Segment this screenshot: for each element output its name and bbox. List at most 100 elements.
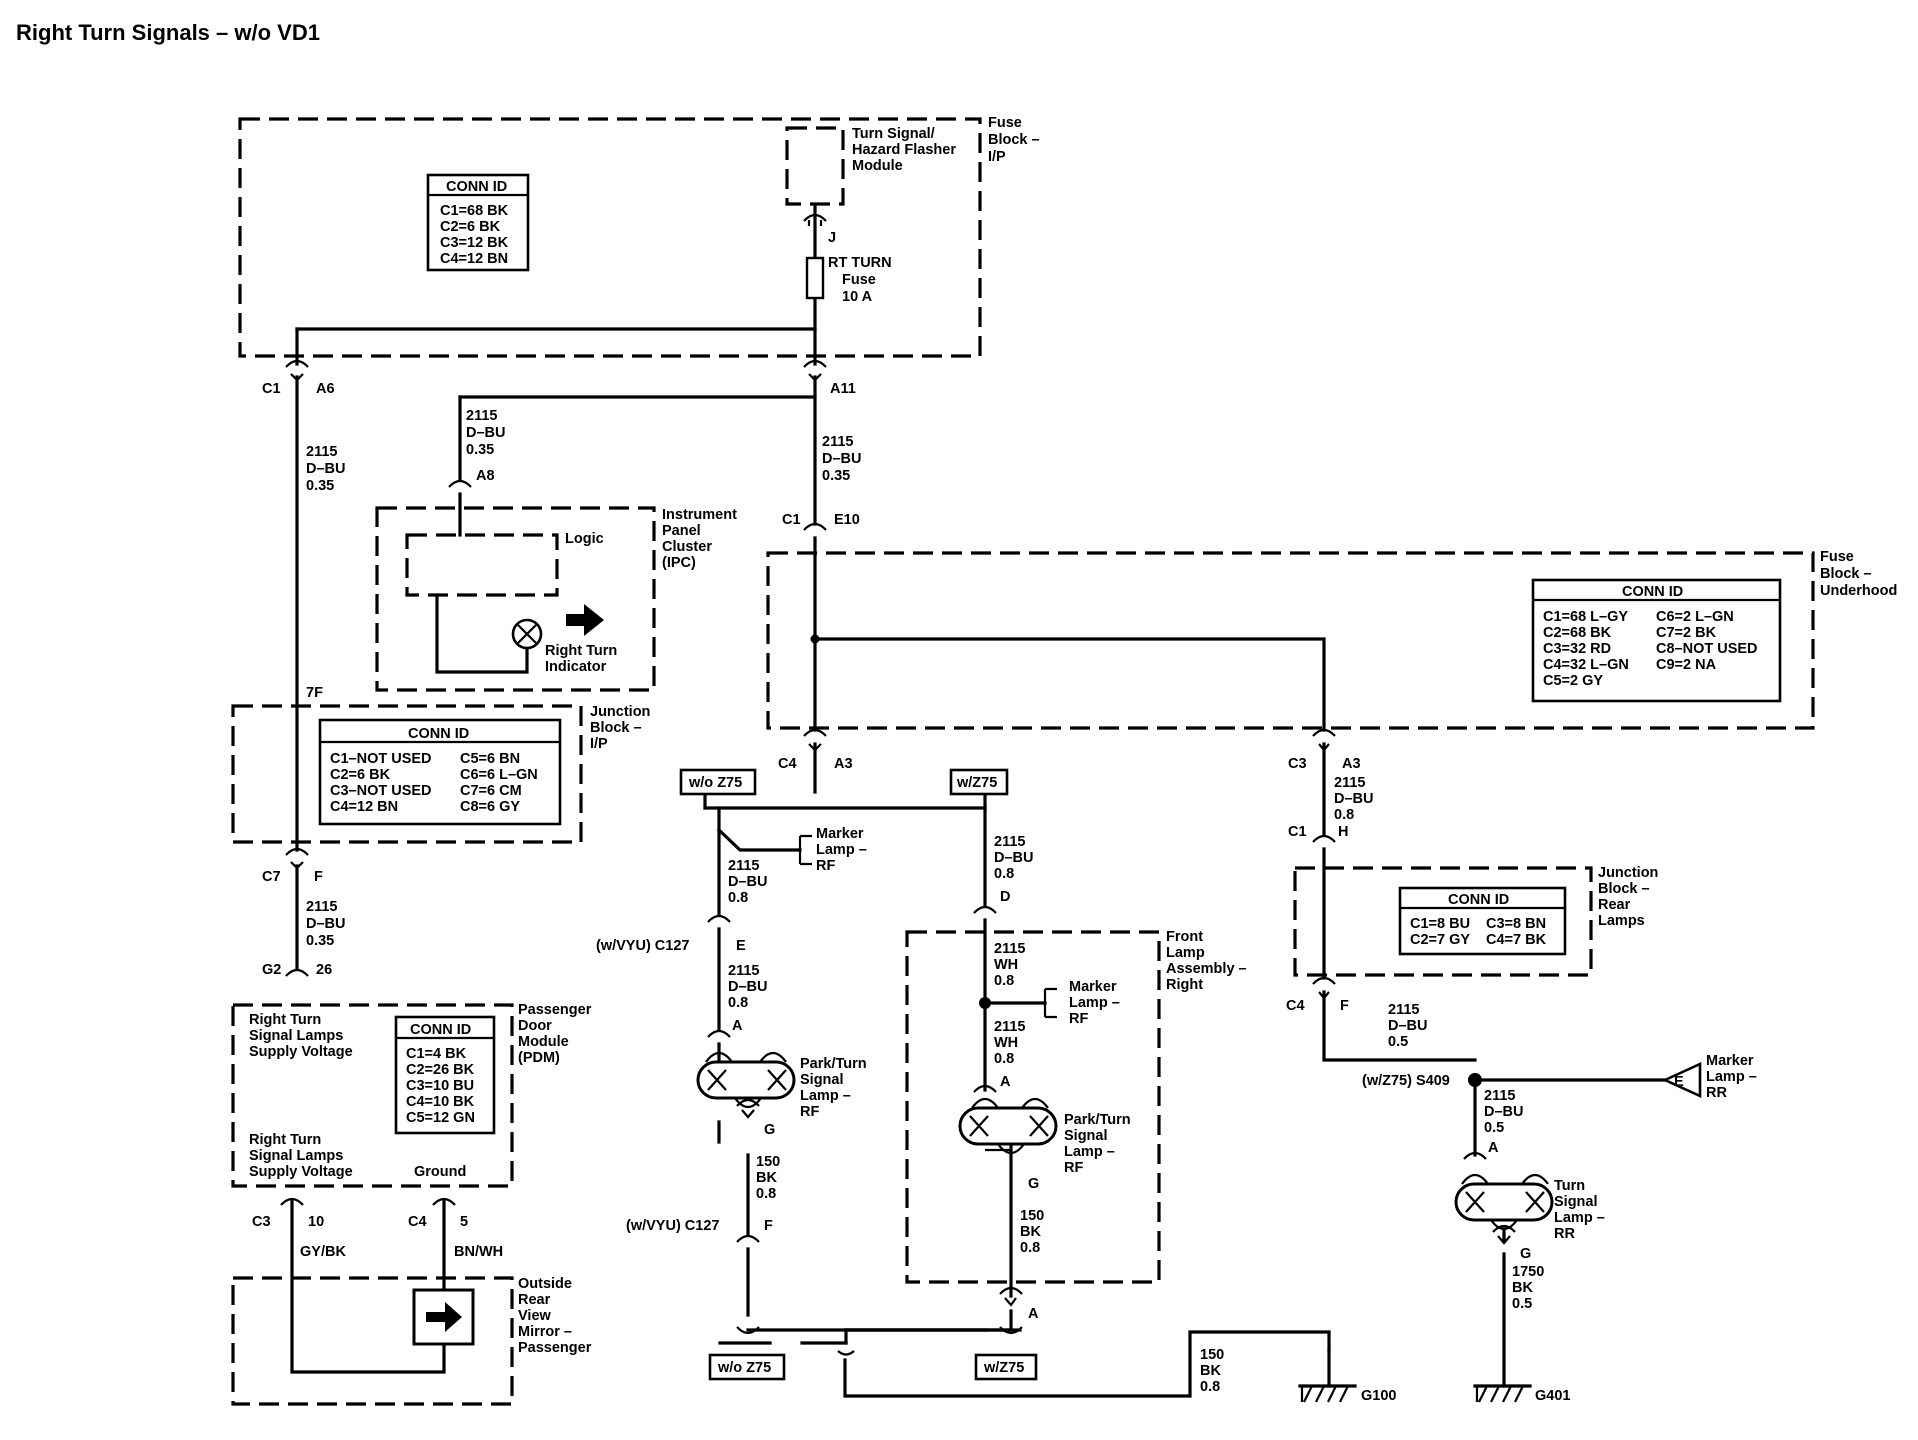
svg-text:Right Turn: Right Turn: [249, 1012, 321, 1028]
conn-id-fuse-ip: CONN ID C1=68 BK C2=6 BK C3=12 BK C4=12 …: [426, 173, 530, 272]
svg-text:A8: A8: [476, 468, 495, 484]
svg-text:C1=68 BK: C1=68 BK: [440, 203, 509, 219]
svg-text:I/P: I/P: [988, 149, 1006, 165]
svg-text:150: 150: [1020, 1208, 1044, 1224]
svg-text:C1–NOT USED: C1–NOT USED: [330, 751, 432, 767]
splice-underhood: [810, 634, 820, 644]
svg-text:C3=10 BU: C3=10 BU: [406, 1078, 474, 1094]
svg-text:C1=8 BU: C1=8 BU: [1410, 916, 1470, 932]
svg-text:Supply Voltage: Supply Voltage: [249, 1044, 353, 1060]
svg-text:0.8: 0.8: [728, 995, 748, 1011]
splice-front-marker: [979, 997, 991, 1009]
svg-text:Signal: Signal: [800, 1072, 844, 1088]
svg-text:CONN ID: CONN ID: [408, 726, 469, 742]
svg-text:Lamps: Lamps: [1598, 913, 1645, 929]
svg-text:(w/VYU) C127: (w/VYU) C127: [596, 938, 689, 954]
fuse-block-underhood-outline: [766, 551, 1815, 730]
svg-text:Lamp –: Lamp –: [816, 842, 867, 858]
svg-text:C7=6 CM: C7=6 CM: [460, 783, 522, 799]
svg-text:10 A: 10 A: [842, 289, 873, 305]
svg-text:D–BU: D–BU: [1388, 1018, 1427, 1034]
svg-text:RR: RR: [1554, 1226, 1575, 1242]
svg-text:7F: 7F: [306, 685, 323, 701]
svg-text:RF: RF: [1064, 1160, 1083, 1176]
front-lamp-assembly-outline: [905, 930, 1161, 1284]
ipc-logic-outline: [405, 533, 559, 597]
svg-text:Signal Lamps: Signal Lamps: [249, 1028, 343, 1044]
svg-text:C1: C1: [1288, 824, 1307, 840]
svg-text:J: J: [828, 230, 836, 246]
svg-text:2115: 2115: [822, 434, 853, 450]
svg-text:D: D: [1000, 889, 1010, 905]
svg-text:0.35: 0.35: [466, 442, 494, 458]
svg-text:0.8: 0.8: [1334, 807, 1354, 823]
svg-text:C4=10 BK: C4=10 BK: [406, 1094, 475, 1110]
svg-text:0.8: 0.8: [1020, 1240, 1040, 1256]
svg-text:0.8: 0.8: [1200, 1379, 1220, 1395]
svg-text:D–BU: D–BU: [728, 979, 767, 995]
svg-text:Marker: Marker: [1069, 979, 1117, 995]
svg-text:0.8: 0.8: [994, 1051, 1014, 1067]
svg-text:0.8: 0.8: [756, 1186, 776, 1202]
svg-text:0.8: 0.8: [994, 866, 1014, 882]
svg-text:2115: 2115: [728, 858, 759, 874]
svg-text:Lamp –: Lamp –: [1064, 1144, 1115, 1160]
svg-text:CONN ID: CONN ID: [410, 1022, 471, 1038]
svg-text:C5=12 GN: C5=12 GN: [406, 1110, 475, 1126]
svg-text:0.35: 0.35: [306, 933, 334, 949]
svg-text:150: 150: [1200, 1347, 1224, 1363]
svg-text:Block –: Block –: [988, 132, 1040, 148]
svg-text:Fuse: Fuse: [842, 272, 876, 288]
svg-text:C4=12 BN: C4=12 BN: [440, 251, 508, 267]
conn-id-junction-ip: CONN ID C1–NOT USED C5=6 BN C2=6 BK C6=6…: [318, 718, 562, 826]
svg-text:WH: WH: [994, 957, 1018, 973]
svg-text:G: G: [1028, 1176, 1039, 1192]
svg-text:Assembly –: Assembly –: [1166, 961, 1247, 977]
svg-text:G100: G100: [1361, 1388, 1396, 1404]
svg-text:Instrument: Instrument: [662, 507, 737, 523]
svg-text:0.5: 0.5: [1512, 1296, 1532, 1312]
flasher-module-outline: [785, 126, 845, 206]
svg-text:C4: C4: [778, 756, 797, 772]
svg-text:2115: 2115: [994, 834, 1025, 850]
svg-text:Outside: Outside: [518, 1276, 572, 1292]
svg-text:Right Turn: Right Turn: [249, 1132, 321, 1148]
svg-text:Block –: Block –: [590, 720, 642, 736]
junction-block-rear-outline: [1293, 866, 1593, 977]
svg-text:2115: 2115: [306, 444, 337, 460]
svg-text:E10: E10: [834, 512, 860, 528]
svg-text:Module: Module: [518, 1034, 569, 1050]
conn-id-pdm: CONN ID C1=4 BK C2=26 BK C3=10 BU C4=10 …: [394, 1015, 496, 1135]
lamp-symbols: [696, 1051, 1702, 1231]
svg-text:Right Turn: Right Turn: [545, 643, 617, 659]
svg-text:RF: RF: [800, 1104, 819, 1120]
svg-text:Indicator: Indicator: [545, 659, 607, 675]
svg-text:C9=2 NA: C9=2 NA: [1656, 657, 1717, 673]
svg-text:Mirror –: Mirror –: [518, 1324, 572, 1340]
svg-text:2115: 2115: [994, 941, 1025, 957]
svg-text:Module: Module: [852, 158, 903, 174]
svg-text:Park/Turn: Park/Turn: [1064, 1112, 1131, 1128]
svg-text:Signal Lamps: Signal Lamps: [249, 1148, 343, 1164]
svg-text:A: A: [732, 1018, 743, 1034]
svg-text:C3–NOT USED: C3–NOT USED: [330, 783, 432, 799]
svg-text:Block –: Block –: [1598, 881, 1650, 897]
svg-text:View: View: [518, 1308, 552, 1324]
svg-text:A3: A3: [1342, 756, 1361, 772]
svg-text:1750: 1750: [1512, 1264, 1544, 1280]
svg-text:2115: 2115: [994, 1019, 1025, 1035]
svg-text:Park/Turn: Park/Turn: [800, 1056, 867, 1072]
junction-block-ip-outline: [231, 704, 583, 844]
svg-text:A11: A11: [830, 381, 856, 397]
svg-text:I/P: I/P: [590, 736, 608, 752]
svg-text:Right: Right: [1166, 977, 1203, 993]
svg-text:Logic: Logic: [565, 531, 604, 547]
svg-text:Lamp –: Lamp –: [1554, 1210, 1605, 1226]
svg-text:0.35: 0.35: [306, 478, 334, 494]
svg-text:C4=7 BK: C4=7 BK: [1486, 932, 1547, 948]
svg-text:150: 150: [756, 1154, 780, 1170]
svg-text:D–BU: D–BU: [822, 451, 861, 467]
svg-text:G401: G401: [1535, 1388, 1570, 1404]
svg-text:RT TURN: RT TURN: [828, 255, 892, 271]
